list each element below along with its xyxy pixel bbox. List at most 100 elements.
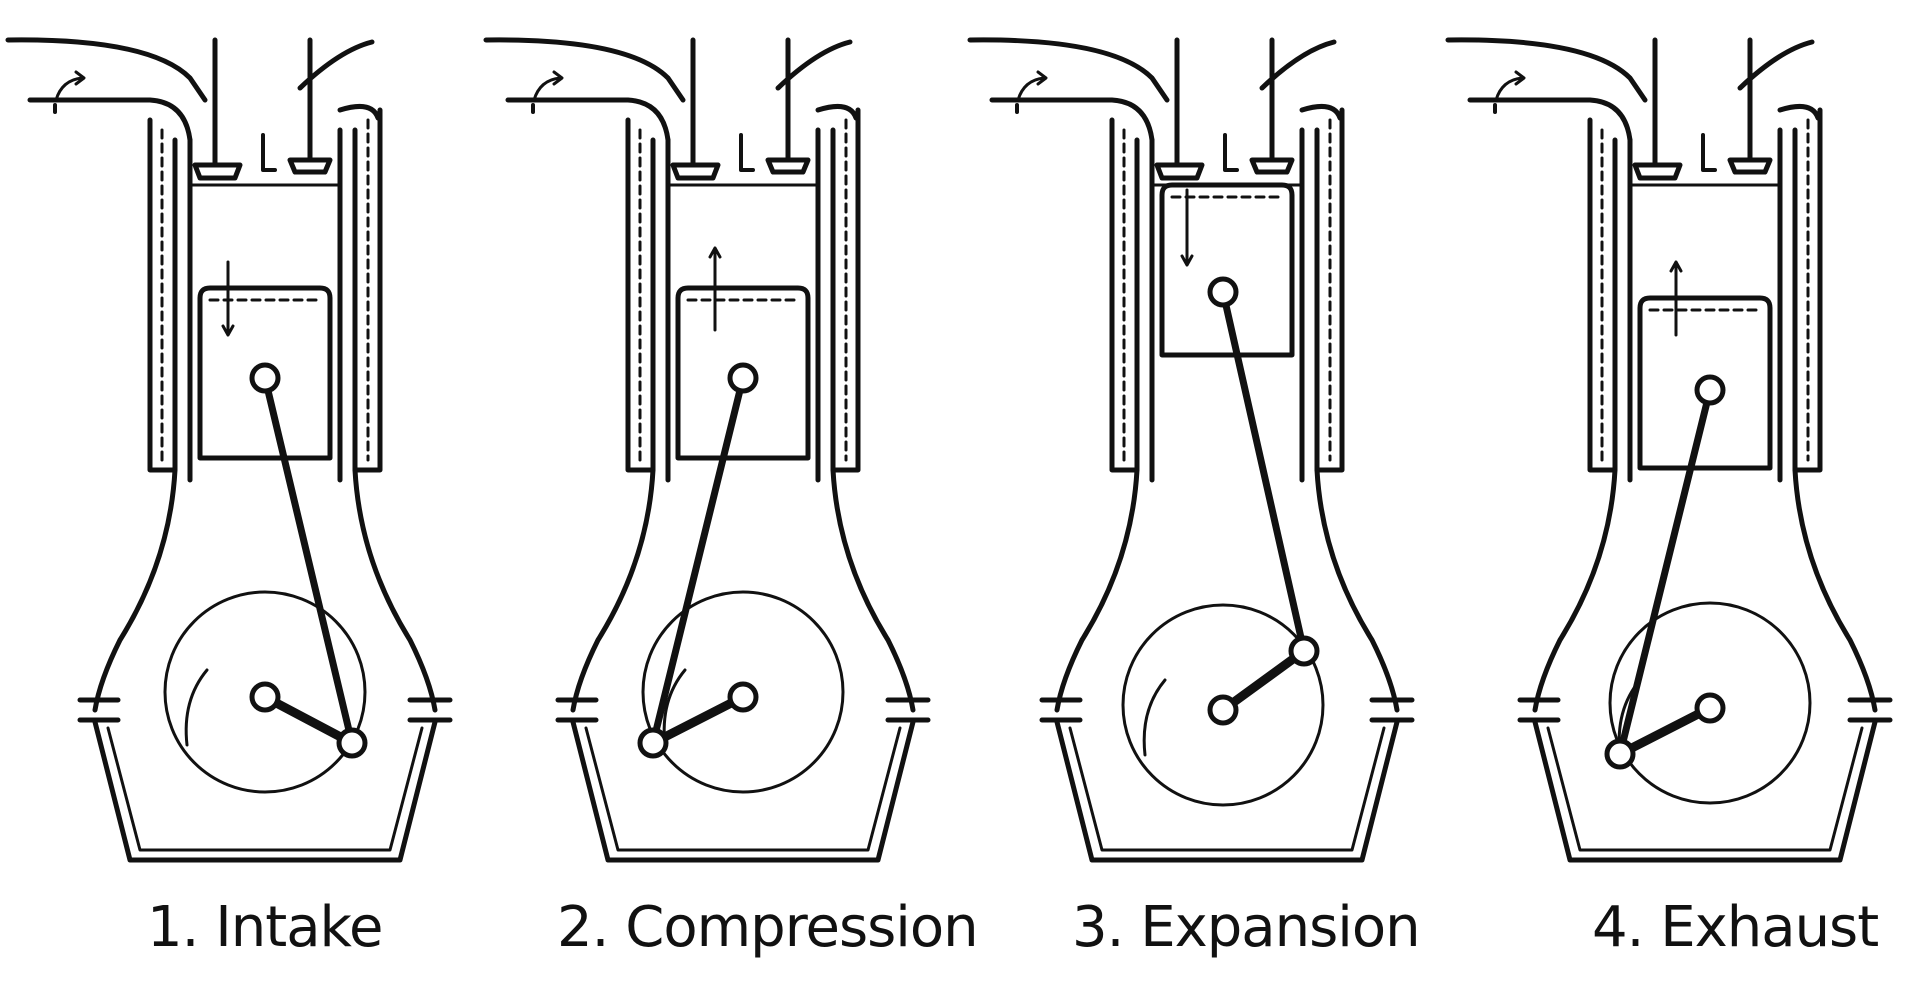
crankcase-left: [1054, 467, 1140, 713]
piston-direction-arrow-icon: [708, 246, 722, 332]
connecting-rod: [649, 374, 747, 747]
piston: [197, 285, 333, 461]
crank-pin: [637, 727, 669, 759]
oil-pan-inner: [106, 726, 424, 852]
engine-intake: [5, 37, 453, 863]
piston-direction-arrow-icon: [221, 260, 235, 337]
oil-pan: [570, 719, 916, 863]
crankcase-right: [352, 467, 438, 713]
intake-port-lower: [1467, 97, 1633, 143]
wrist-pin: [249, 362, 281, 394]
cylinder-wall-left: [625, 117, 656, 473]
oil-pan-inner: [1546, 726, 1864, 852]
stage-label-expansion: 3. Expansion: [1072, 895, 1421, 960]
cylinder-wall-right: [352, 107, 383, 473]
crank-arm: [1218, 646, 1309, 715]
cylinder-wall-right: [1792, 107, 1823, 473]
stage-label-intake: 1. Intake: [147, 895, 383, 960]
crankcase-flanges: [77, 697, 453, 723]
cylinder-wall-left: [1109, 117, 1140, 473]
crank-pin: [1604, 738, 1636, 770]
exhaust-valve: [287, 37, 333, 175]
crank-arm: [1615, 703, 1715, 759]
intake-flow-arrow-icon: [1494, 70, 1526, 102]
spark-plug: [1223, 133, 1239, 172]
spark-plug: [739, 133, 755, 172]
crankcase-right: [1792, 467, 1878, 713]
engine-exhaust: [1445, 37, 1893, 863]
intake-port-upper: [483, 37, 686, 103]
crankcase-right: [1314, 467, 1400, 713]
rotation-arrow-icon: [1142, 678, 1167, 757]
piston: [675, 285, 811, 461]
intake-valve: [1154, 37, 1205, 181]
crankshaft: [1207, 694, 1239, 726]
spark-plug: [1701, 133, 1717, 172]
cylinder-wall-right: [1314, 107, 1345, 473]
connecting-rod: [1616, 386, 1714, 758]
intake-port-lower: [27, 97, 193, 143]
crankcase-left: [92, 467, 178, 713]
intake-valve: [670, 37, 721, 181]
crank-circle: [1121, 603, 1325, 807]
cylinder-wall-left: [1587, 117, 1618, 473]
stage-label-exhaust: 4. Exhaust: [1592, 895, 1879, 960]
intake-valve: [192, 37, 243, 181]
crankcase-left: [570, 467, 656, 713]
crank-arm: [648, 692, 748, 748]
intake-flow-arrow-icon: [532, 70, 564, 102]
crankcase-right: [830, 467, 916, 713]
oil-pan-inner: [1068, 726, 1386, 852]
oil-pan-inner: [584, 726, 902, 852]
cylinder-wall-right: [830, 107, 861, 473]
exhaust-port-lower: [337, 103, 381, 121]
piston-direction-arrow-icon: [1180, 188, 1194, 267]
exhaust-port-lower: [1777, 103, 1821, 121]
crank-circle: [1608, 601, 1812, 805]
piston: [1159, 182, 1295, 358]
intake-valve: [1632, 37, 1683, 181]
crank-arm: [260, 692, 357, 748]
piston: [1637, 295, 1773, 471]
engine-expansion: [967, 37, 1415, 863]
bore: [665, 127, 821, 483]
oil-pan: [1054, 719, 1400, 863]
oil-pan: [1532, 719, 1878, 863]
intake-flow-arrow-icon: [1016, 70, 1048, 102]
crankshaft: [1694, 692, 1726, 724]
stage-label-compression: 2. Compression: [557, 895, 979, 960]
connecting-rod: [1219, 288, 1308, 655]
crankshaft: [727, 681, 759, 713]
exhaust-valve: [765, 37, 811, 175]
engine-compression: [483, 37, 931, 863]
intake-port-lower: [989, 97, 1155, 143]
bore: [1627, 127, 1783, 483]
crankcase-flanges: [555, 697, 931, 723]
crank-circle: [163, 590, 367, 794]
exhaust-port-lower: [1299, 103, 1343, 121]
crankcase-left: [1532, 467, 1618, 713]
wrist-pin: [1207, 276, 1239, 308]
exhaust-port-lower: [815, 103, 859, 121]
cylinder-wall-left: [147, 117, 178, 473]
exhaust-valve: [1249, 37, 1295, 175]
crankcase-flanges: [1039, 697, 1415, 723]
piston-direction-arrow-icon: [1669, 260, 1683, 337]
intake-flow-arrow-icon: [54, 70, 86, 102]
wrist-pin: [1694, 374, 1726, 406]
crank-circle: [641, 590, 845, 794]
intake-port-upper: [967, 37, 1170, 103]
crankshaft: [249, 681, 281, 713]
crank-pin: [1288, 635, 1320, 667]
wrist-pin: [727, 362, 759, 394]
bore: [1149, 127, 1305, 483]
bore: [187, 127, 343, 483]
exhaust-valve: [1727, 37, 1773, 175]
connecting-rod: [261, 374, 356, 747]
intake-port-lower: [505, 97, 671, 143]
crank-pin: [336, 727, 368, 759]
rotation-arrow-icon: [184, 668, 209, 747]
intake-port-upper: [5, 37, 208, 103]
